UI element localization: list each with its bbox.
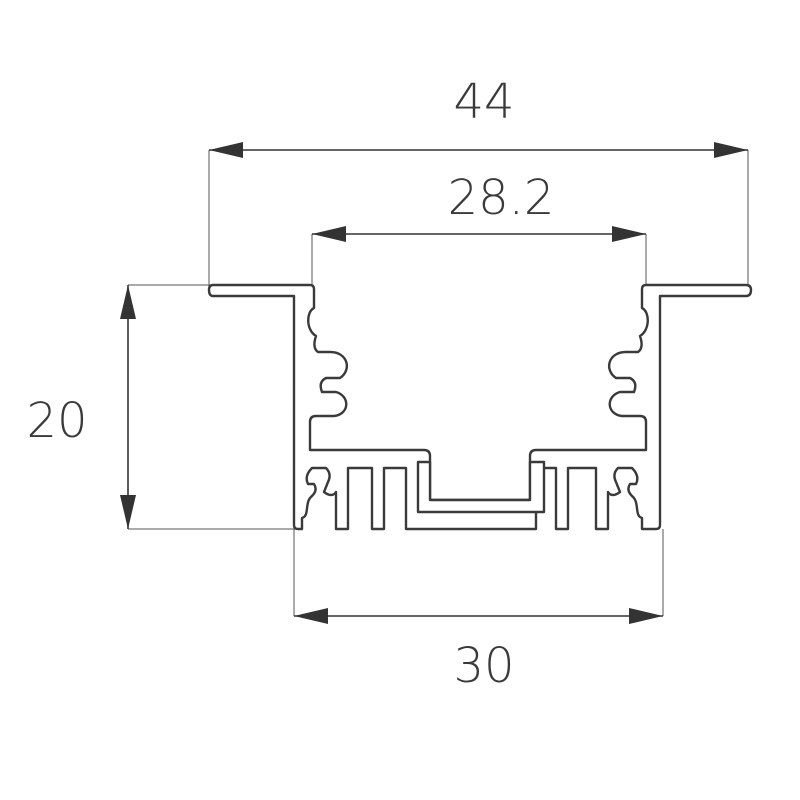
center-channel bbox=[416, 460, 546, 514]
overall-width-label: 44 bbox=[453, 74, 514, 130]
dimension-overall-width: 44 bbox=[209, 74, 748, 158]
body-width-label: 30 bbox=[453, 638, 514, 694]
extension-lines bbox=[128, 150, 749, 616]
arrow-left bbox=[209, 142, 243, 158]
profile-left-half bbox=[207, 283, 753, 531]
arrow-left bbox=[294, 608, 328, 624]
arrow-right bbox=[714, 142, 748, 158]
profile-outline bbox=[207, 283, 753, 531]
arrow-right bbox=[629, 608, 663, 624]
dimension-inner-width: 28.2 bbox=[312, 170, 646, 242]
aluminium-profile bbox=[207, 283, 753, 531]
arrow-down bbox=[120, 495, 136, 529]
dimension-height: 20 bbox=[26, 285, 136, 529]
arrow-right bbox=[612, 226, 646, 242]
arrow-up bbox=[120, 285, 136, 319]
arrow-left bbox=[312, 226, 346, 242]
dimension-body-width: 30 bbox=[294, 608, 663, 694]
inner-width-label: 28.2 bbox=[448, 170, 555, 226]
height-label: 20 bbox=[26, 393, 87, 449]
